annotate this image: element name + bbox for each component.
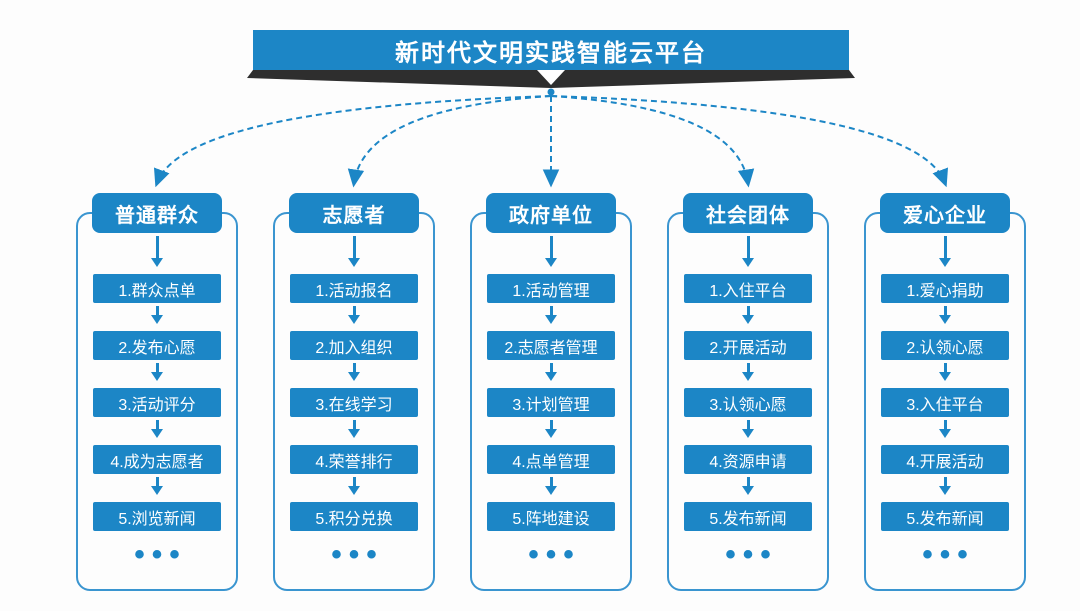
flow-arrow-icon [746,306,750,321]
role-columns: 普通群众 1.群众点单 2.发布心愿 3.活动评分 4.成为志愿者 5.浏览新闻… [76,193,1026,591]
flow-arrow-icon [155,306,159,321]
role-header: 爱心企业 [880,193,1010,233]
flow-step: 3.计划管理 [487,388,615,417]
flow-arrow-icon [549,420,553,435]
flow-step: 3.入住平台 [881,388,1009,417]
flow-arrow-icon [352,363,356,378]
flow-step: 5.阵地建设 [487,502,615,531]
flow-arrow-icon [549,477,553,492]
platform-title: 新时代文明实践智能云平台 [395,39,707,67]
fan-origin-dot [547,88,555,96]
flow-arrow-icon [943,420,947,435]
more-indicator: ••• [331,538,384,571]
flow-step: 1.爱心捐助 [881,274,1009,303]
flow-step: 4.点单管理 [487,445,615,474]
flow-arrow-icon [352,306,356,321]
flow-arrow-icon [549,306,553,321]
flow-arrow-icon [155,477,159,492]
flow-arrow-icon [943,477,947,492]
connector-curve-social-organizations [550,95,755,188]
flow-step: 4.资源申请 [684,445,812,474]
flow-arrow-icon [352,236,356,264]
column-volunteers: 志愿者 1.活动报名 2.加入组织 3.在线学习 4.荣誉排行 5.积分兑换 •… [273,193,435,591]
column-charity-enterprises: 爱心企业 1.爱心捐助 2.认领心愿 3.入住平台 4.开展活动 5.发布新闻 … [864,193,1026,591]
column-social-organizations: 社会团体 1.入住平台 2.开展活动 3.认领心愿 4.资源申请 5.发布新闻 … [667,193,829,591]
more-indicator: ••• [528,538,581,571]
column-general-public: 普通群众 1.群众点单 2.发布心愿 3.活动评分 4.成为志愿者 5.浏览新闻… [76,193,238,591]
flow-arrow-icon [943,363,947,378]
flow-arrow-icon [549,363,553,378]
platform-title-banner: 新时代文明实践智能云平台 [253,30,849,70]
flow-step: 2.志愿者管理 [487,331,615,360]
column-government-units: 政府单位 1.活动管理 2.志愿者管理 3.计划管理 4.点单管理 5.阵地建设… [470,193,632,591]
flow-step: 3.活动评分 [93,388,221,417]
flow-step: 3.在线学习 [290,388,418,417]
ribbon-banner-shape [247,70,855,88]
flow-arrow-icon [943,306,947,321]
flow-step: 2.加入组织 [290,331,418,360]
role-header: 社会团体 [683,193,813,233]
flow-arrow-icon [746,236,750,264]
flow-step: 3.认领心愿 [684,388,812,417]
flow-step: 2.开展活动 [684,331,812,360]
role-header: 志愿者 [289,193,419,233]
more-indicator: ••• [725,538,778,571]
flow-arrow-icon [746,363,750,378]
flow-step: 2.发布心愿 [93,331,221,360]
more-indicator: ••• [134,538,187,571]
flow-step: 5.发布新闻 [881,502,1009,531]
role-header: 普通群众 [92,193,222,233]
connector-curve-general-public [154,95,552,188]
role-header: 政府单位 [486,193,616,233]
flow-step: 4.开展活动 [881,445,1009,474]
flow-arrow-icon [746,477,750,492]
flow-step: 4.成为志愿者 [93,445,221,474]
flow-step: 5.浏览新闻 [93,502,221,531]
flow-arrow-icon [352,477,356,492]
more-indicator: ••• [922,538,975,571]
flow-step: 4.荣誉排行 [290,445,418,474]
flow-arrow-icon [155,363,159,378]
flow-step: 2.认领心愿 [881,331,1009,360]
flow-step: 5.积分兑换 [290,502,418,531]
flow-arrow-icon [549,236,553,264]
flow-step: 5.发布新闻 [684,502,812,531]
flow-arrow-icon [352,420,356,435]
flow-arrow-icon [155,420,159,435]
flow-step: 1.活动报名 [290,274,418,303]
down-arrow-icon [537,70,565,85]
flow-step: 1.群众点单 [93,274,221,303]
flow-arrow-icon [155,236,159,264]
flow-arrow-icon [943,236,947,264]
flow-step: 1.活动管理 [487,274,615,303]
connector-curve-charity-enterprises [550,95,948,188]
flow-arrow-icon [746,420,750,435]
connector-curve-volunteers [347,95,552,188]
flow-step: 1.入住平台 [684,274,812,303]
